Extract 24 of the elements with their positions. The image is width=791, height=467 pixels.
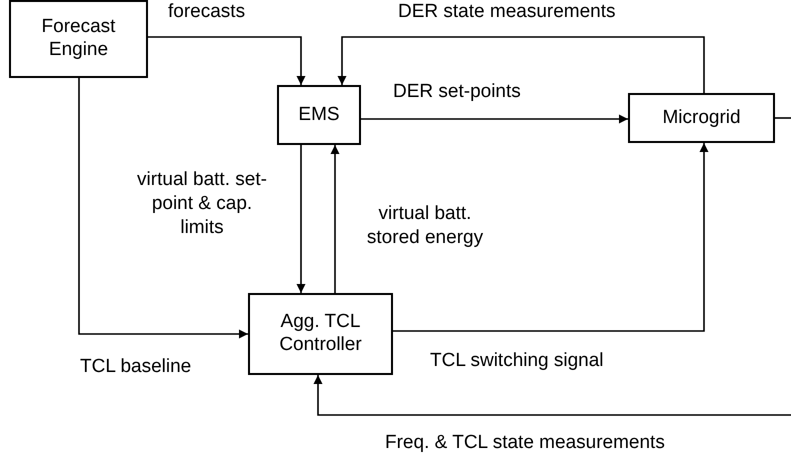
edge-label: TCL baseline	[80, 355, 192, 379]
arrow	[314, 375, 791, 416]
edge-label: forecasts	[168, 0, 246, 24]
arrow	[330, 145, 340, 293]
edge-label: DER state measurements	[398, 0, 616, 24]
edge-label: DER set-points	[393, 80, 521, 104]
arrow	[338, 36, 705, 93]
process-box	[9, 0, 148, 78]
edge-label: Freq. & TCL state measurements	[385, 431, 665, 455]
arrow	[78, 78, 248, 338]
arrow	[148, 36, 306, 85]
edge-label: virtual batt. stored energy	[366, 202, 484, 250]
edge-label: virtual batt. set-point & cap. limits	[136, 168, 268, 240]
arrow	[393, 143, 708, 332]
box-label: Forecast Engine	[40, 16, 116, 62]
process-box	[628, 93, 775, 143]
process-box	[277, 85, 361, 145]
box-label: EMS	[298, 104, 340, 126]
process-box	[248, 293, 393, 375]
box-label: Agg. TCL Controller	[278, 311, 363, 357]
edge-label: TCL switching signal	[430, 349, 604, 373]
arrow	[361, 114, 628, 124]
box-label: Microgrid	[662, 106, 741, 130]
arrow	[296, 145, 306, 293]
